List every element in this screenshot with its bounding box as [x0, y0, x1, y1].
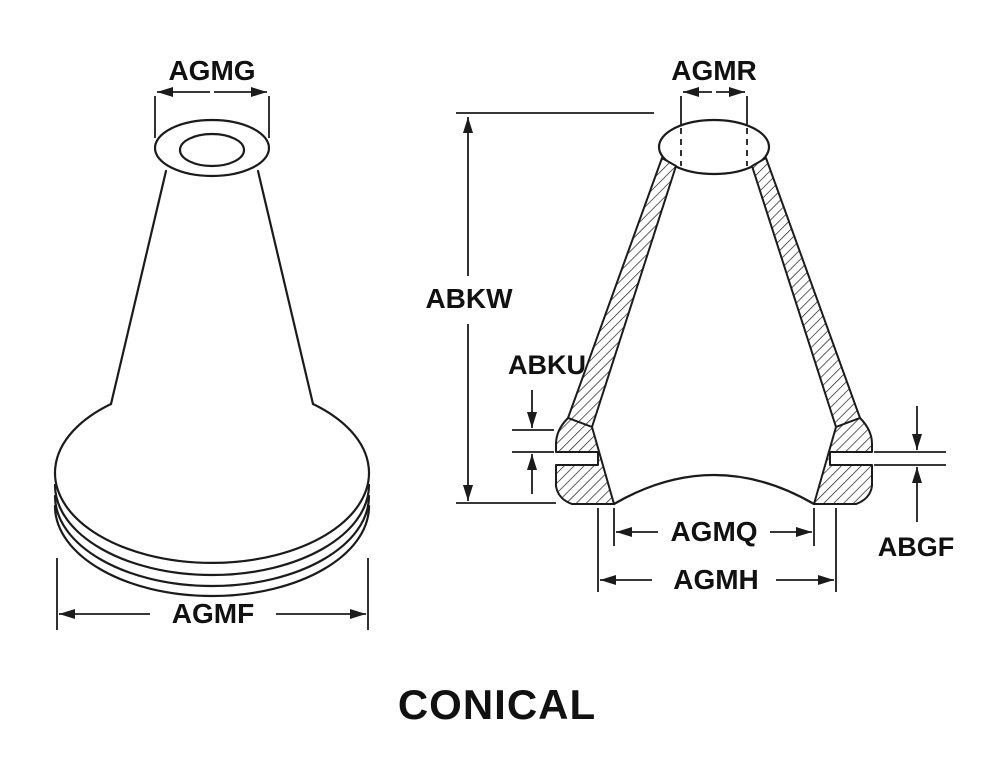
base-ring-arc — [53, 483, 371, 577]
cavity-bottom-arc — [612, 474, 816, 506]
abkw-label: ABKW — [425, 283, 513, 314]
abgf-label: ABGF — [878, 532, 955, 562]
section-top-rim — [657, 118, 771, 176]
right-view-section: AGMR ABKW ABKU ABGF — [425, 55, 954, 595]
cone-side-right — [256, 169, 315, 406]
abku-label: ABKU — [508, 350, 586, 380]
dim-agmq: AGMQ — [613, 508, 815, 547]
dim-agmg: AGMG — [154, 55, 270, 138]
cone-side-left — [109, 169, 168, 406]
top-hole-inner — [178, 132, 246, 168]
agmq-label: AGMQ — [670, 516, 757, 547]
agmh-label: AGMH — [673, 564, 759, 595]
agmg-label: AGMG — [168, 55, 255, 86]
dim-agmh: AGMH — [597, 508, 837, 595]
dim-agmr: AGMR — [671, 55, 757, 126]
top-rim-outer — [153, 118, 271, 178]
base-ring-arc — [53, 494, 371, 588]
agmr-label: AGMR — [671, 55, 757, 86]
left-view-external: AGMG AGMF — [53, 55, 371, 630]
base-flange-outline — [53, 402, 371, 565]
base-ring-arc — [53, 504, 371, 598]
dim-abku: ABKU — [508, 350, 586, 494]
section-flange-right — [813, 417, 873, 505]
section-flange-left — [555, 417, 615, 505]
dim-abkw: ABKW — [425, 112, 654, 504]
dim-agmf: AGMF — [56, 558, 369, 630]
agmf-label: AGMF — [172, 598, 254, 629]
diagram-title: CONICAL — [398, 681, 596, 728]
dim-abgf: ABGF — [874, 406, 954, 562]
